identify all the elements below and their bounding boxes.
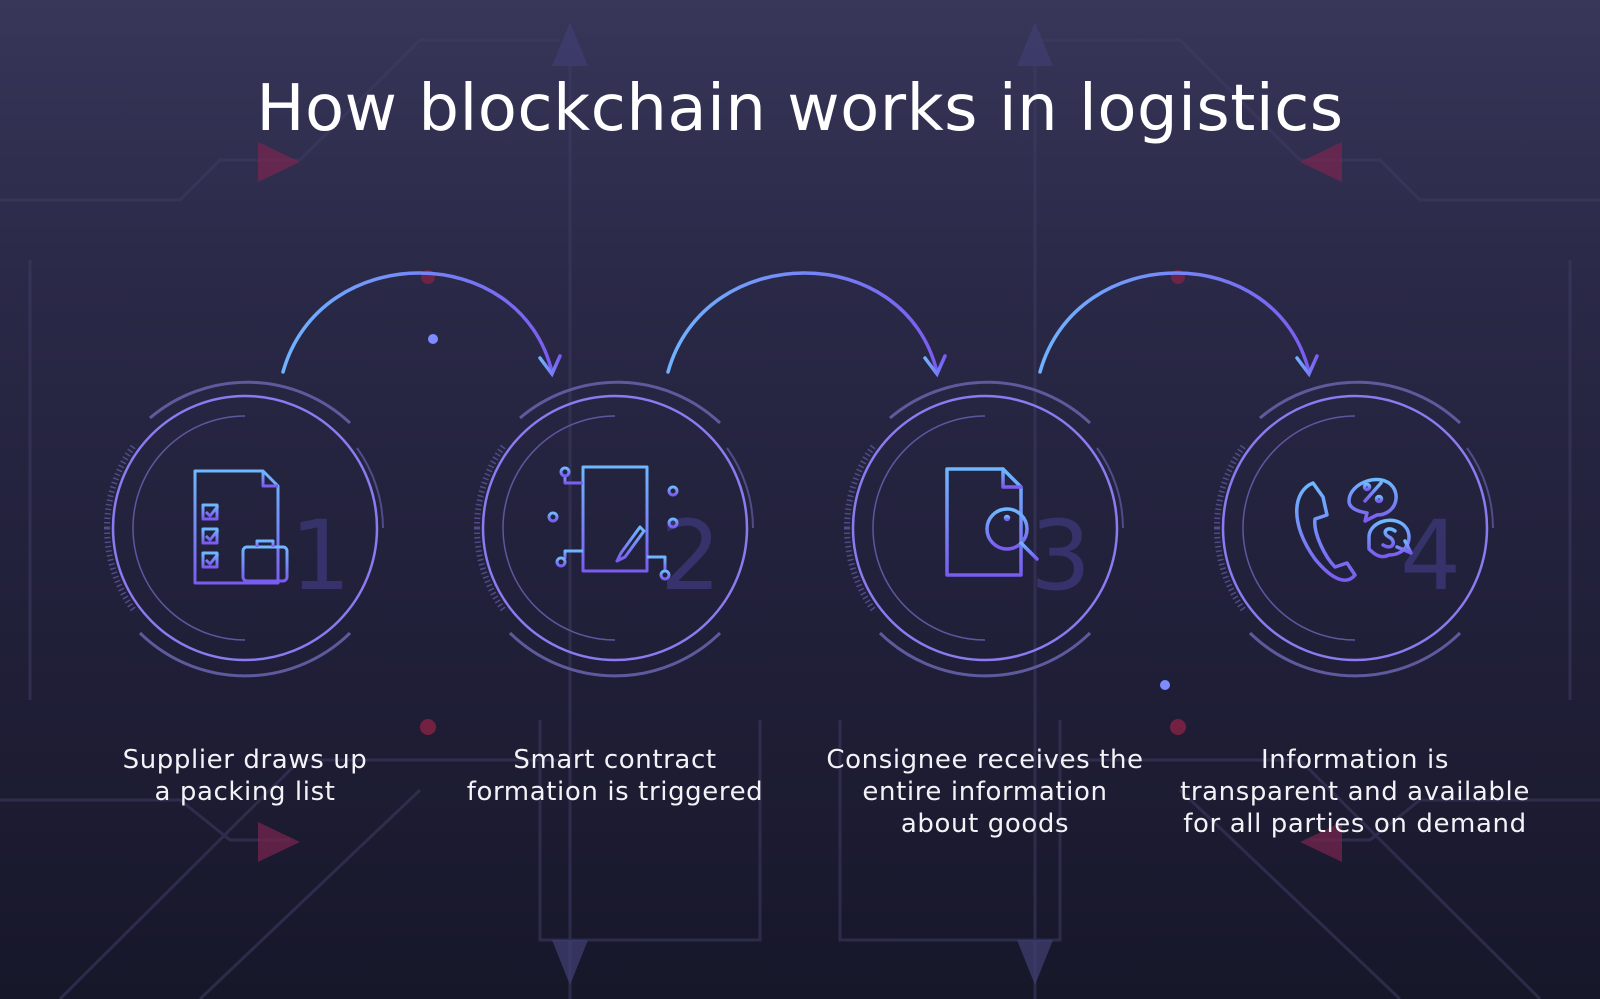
caption-line: entire information — [862, 777, 1108, 807]
phone-chat-icon — [1295, 477, 1413, 582]
page-title: How blockchain works in logistics — [256, 72, 1344, 146]
step-number: 1 — [290, 500, 352, 612]
step-number: 4 — [1400, 500, 1462, 612]
step-2-caption: Smart contract formation is triggered — [435, 744, 795, 808]
step-4-caption: Information is transparent and available… — [1175, 744, 1535, 840]
arrow-1-to-2 — [281, 271, 554, 374]
step-3-caption: Consignee receives the entire informatio… — [805, 744, 1165, 840]
step-2: 2 — [465, 378, 765, 678]
caption-line: a packing list — [154, 777, 336, 807]
step-1-caption: Supplier draws up a packing list — [65, 744, 425, 808]
document-info-search-icon — [945, 467, 1039, 577]
step-ring — [473, 380, 754, 678]
smart-contract-icon — [547, 465, 679, 585]
caption-line: Consignee receives the — [826, 745, 1144, 775]
step-1: 1 — [95, 378, 395, 678]
caption-line: Supplier draws up — [122, 745, 368, 775]
caption-line: Smart contract — [513, 745, 717, 775]
step-3: 3 — [835, 378, 1135, 678]
arrow-3-to-4 — [1038, 271, 1311, 374]
step-number: 3 — [1030, 500, 1092, 612]
caption-line: formation is triggered — [466, 777, 764, 807]
step-ring — [1213, 380, 1494, 678]
step-4: 4 — [1205, 378, 1505, 678]
packing-list-icon — [193, 469, 289, 585]
caption-line: about goods — [900, 809, 1070, 839]
arrow-2-to-3 — [666, 271, 939, 374]
caption-line: Information is — [1261, 745, 1449, 775]
caption-line: transparent and available — [1180, 777, 1530, 807]
caption-line: for all parties on demand — [1183, 809, 1527, 839]
step-ring — [843, 380, 1124, 678]
step-ring — [103, 380, 384, 678]
